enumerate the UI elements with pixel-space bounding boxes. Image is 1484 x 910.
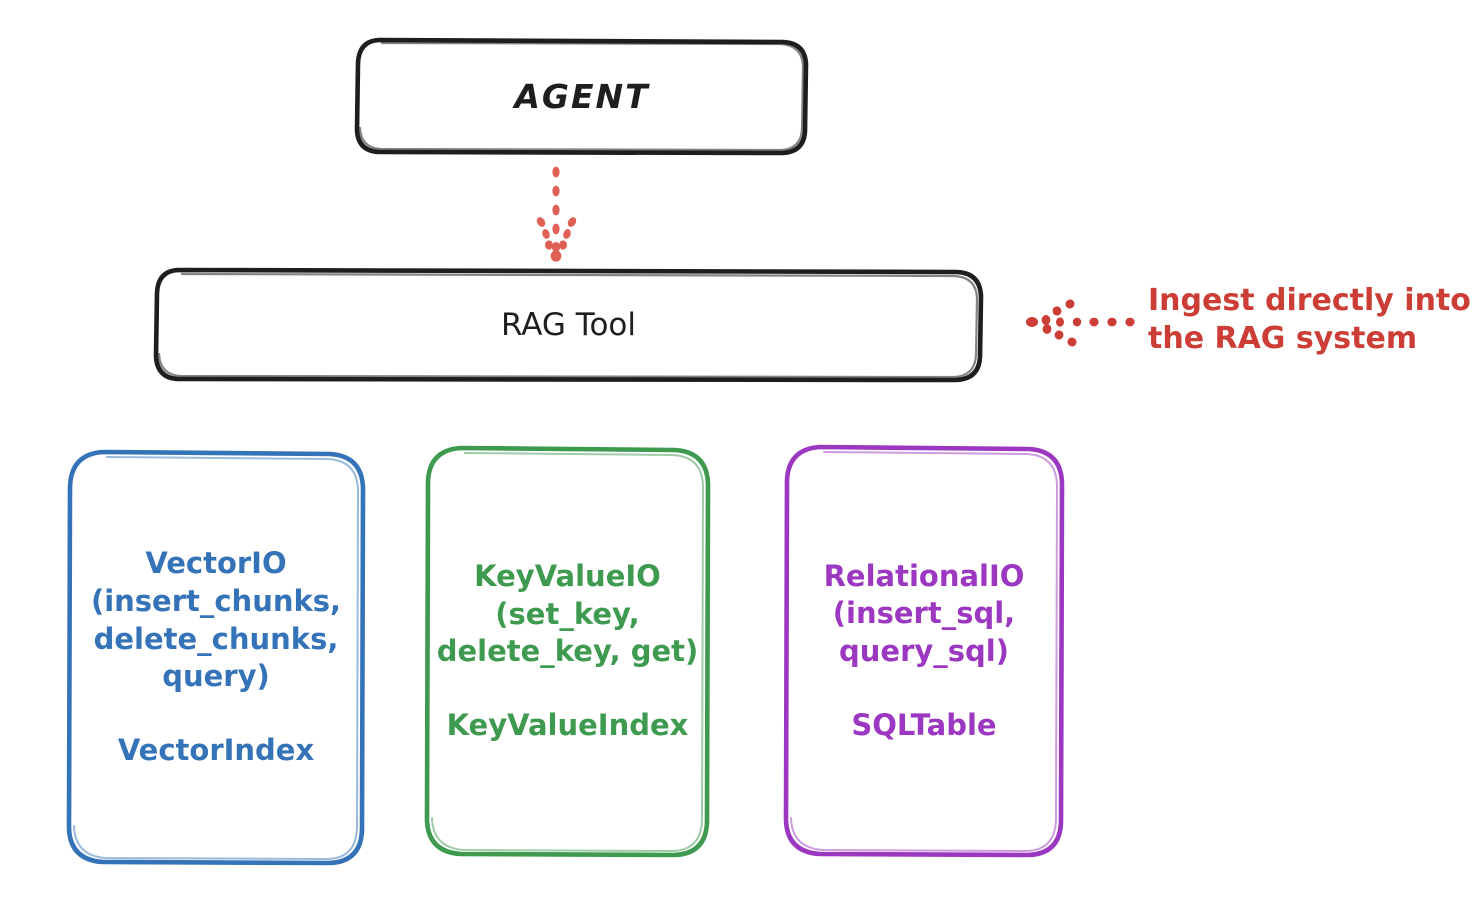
keyvalue-store-box-sketch-overlay xyxy=(431,452,704,852)
rag-tool-box-sketch-overlay xyxy=(157,272,979,379)
relational-store-box[interactable] xyxy=(783,444,1065,858)
agent-box-sketch-overlay xyxy=(358,41,805,152)
keyvalue-store-box[interactable] xyxy=(424,445,711,858)
agent-box[interactable] xyxy=(354,37,809,156)
relational-store-box-sketch-overlay xyxy=(790,451,1058,852)
dotted-arrow-left xyxy=(1026,299,1135,347)
dotted-arrow-down xyxy=(536,166,577,262)
vector-store-box[interactable] xyxy=(66,449,366,866)
rag-tool-box[interactable] xyxy=(153,267,984,383)
ingest-annotation-text: Ingest directly into the RAG system xyxy=(1148,283,1471,357)
vector-store-box-sketch-overlay xyxy=(73,456,359,860)
